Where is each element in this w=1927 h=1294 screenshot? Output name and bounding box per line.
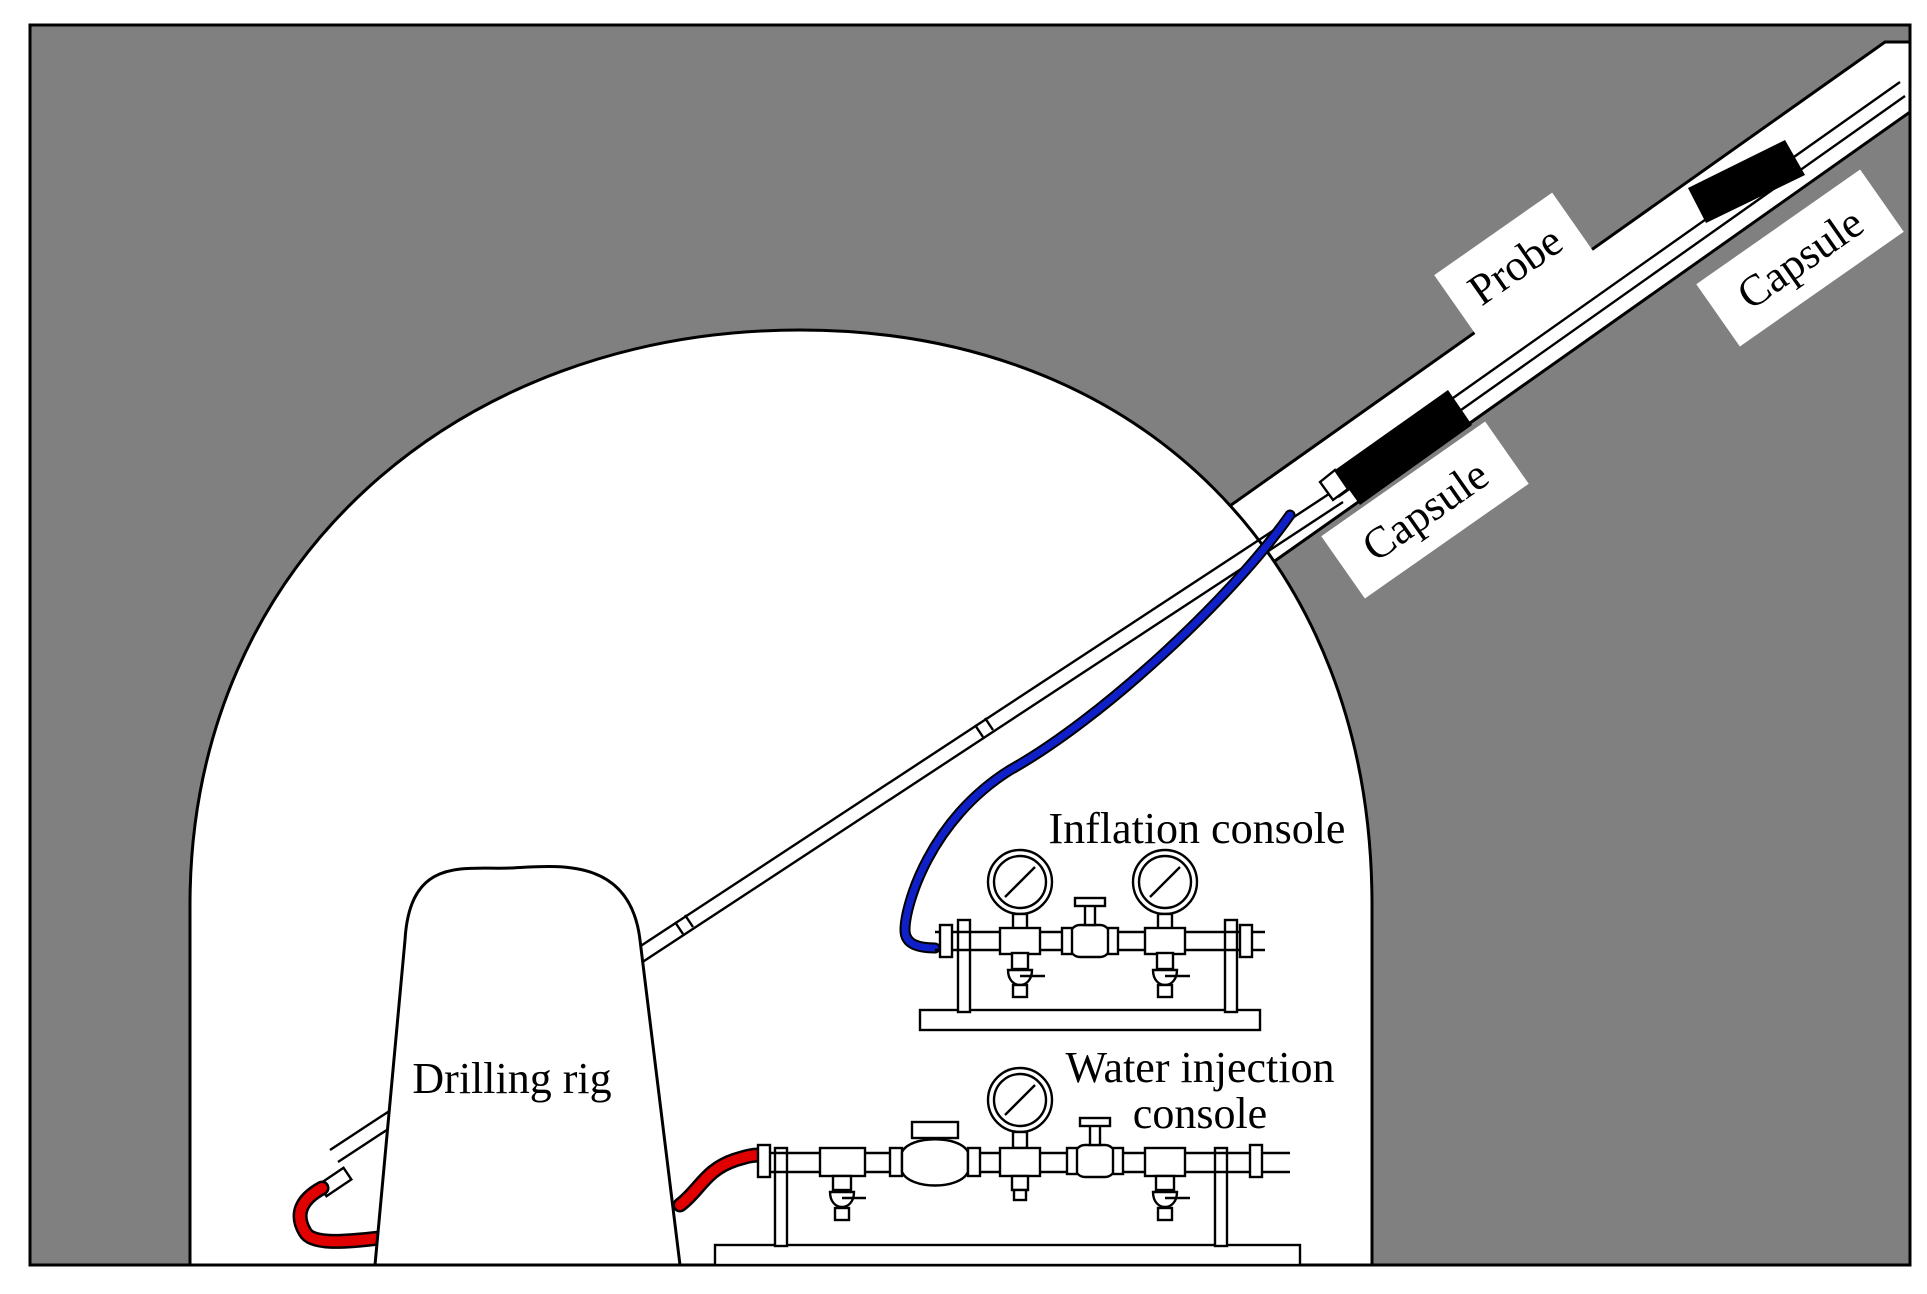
shutoff-valve [1068,923,1112,959]
water-injection-console [713,1066,1302,1267]
inflation-console-label: Inflation console [1049,804,1346,853]
water-injection-label-line2: console [1133,1089,1267,1138]
capsule-upper [1688,140,1805,223]
inflation-console-base [918,1008,1262,1032]
drilling-rig-label: Drilling rig [412,1054,611,1103]
shutoff-valve [1073,1143,1117,1179]
capsule-lower [1318,390,1472,505]
drilling-rig [373,864,682,1267]
water-injection-label-line1: Water injection [1066,1043,1335,1092]
water-console-base [713,1243,1302,1267]
inflation-console [918,848,1265,1032]
water-meter [900,1138,970,1187]
